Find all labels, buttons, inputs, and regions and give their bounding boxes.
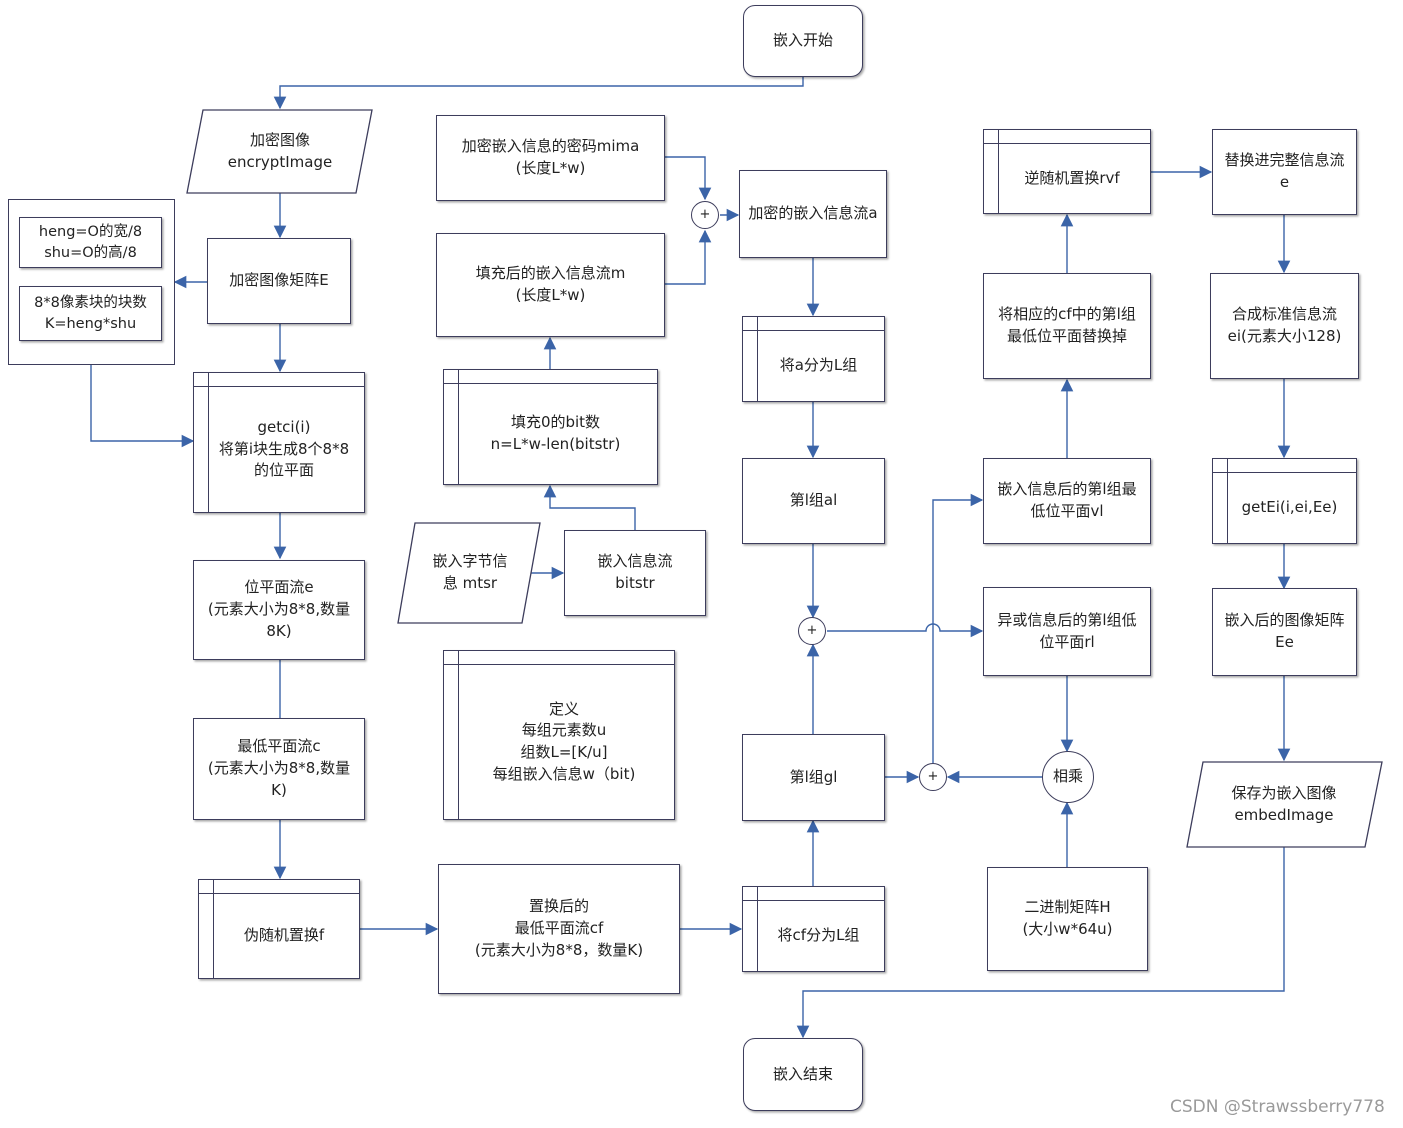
heng-shu-node: heng=O的宽/8 shu=O的高/8 [19, 217, 162, 268]
edge-padded-plus2 [665, 229, 712, 285]
edge-plus1-rl [827, 623, 984, 638]
enc-stream-a-node: 加密的嵌入信息流a [739, 170, 887, 258]
edge-plus3-vl [932, 493, 984, 763]
multiply-node: 相乘 [1042, 751, 1094, 803]
xor-rl-node: 异或信息后的第l组低 位平面rl [983, 587, 1151, 676]
lowbit-vl-node: 嵌入信息后的第l组最 低位平面vl [983, 458, 1151, 544]
encrypt-image-node: 加密图像 encryptImage [227, 130, 333, 171]
pad-bits-node: 填充0的bit数 n=L*w-len(bitstr) [443, 369, 658, 485]
edge-save-end [796, 847, 1285, 1039]
getci-node: getci(i) 将第i块生成8个8*8 的位平面 [193, 372, 365, 513]
save-image-shape [1186, 761, 1383, 848]
bitplane-stream-node: 位平面流e (元素大小为8*8,数量 8K) [193, 560, 365, 660]
group-gl-node: 第l组gl [742, 734, 885, 821]
replace-cf-node: 将相应的cf中的第l组 最低位平面替换掉 [983, 273, 1151, 379]
pseudo-perm-node: 伪随机置换f [198, 879, 360, 979]
watermark-text: CSDN @Strawssberry778 [1170, 1097, 1385, 1117]
binary-h-node: 二进制矩阵H (大小w*64u) [987, 867, 1148, 971]
replace-stream-node: 替换进完整信息流 e [1212, 129, 1357, 215]
key-mima-node: 加密嵌入信息的密码mima (长度L*w) [436, 115, 665, 201]
define-node: 定义 每组元素数u 组数L=[K/u] 每组嵌入信息w（bit) [443, 650, 675, 820]
inverse-rvf-node: 逆随机置换rvf [983, 129, 1151, 214]
end-node: 嵌入结束 [743, 1038, 863, 1111]
xor-plus-node-2: + [691, 201, 719, 229]
xor-plus-node-1: + [798, 617, 826, 645]
standard-ei-node: 合成标准信息流 ei(元素大小128) [1210, 273, 1359, 379]
group-al-node: 第l组al [742, 458, 885, 544]
edge-bitstr-pad [543, 484, 636, 530]
mtsr-shape [397, 522, 541, 624]
save-image-node: 保存为嵌入图像 embedImage [1231, 783, 1337, 824]
mtsr-node: 嵌入字节信 息 mtsr [432, 552, 508, 592]
matrix-e-node: 加密图像矩阵E [207, 238, 351, 324]
bitstr-node: 嵌入信息流 bitstr [564, 530, 706, 616]
embedded-matrix-node: 嵌入后的图像矩阵 Ee [1212, 588, 1357, 676]
lowest-plane-node: 最低平面流c (元素大小为8*8,数量 K) [193, 718, 365, 820]
padded-m-node: 填充后的嵌入信息流m (长度L*w) [436, 233, 665, 337]
edge-start-encrypt [273, 77, 804, 110]
start-node: 嵌入开始 [743, 5, 863, 77]
block-count-node: 8*8像素块的块数 K=heng*shu [19, 286, 162, 341]
encrypt-image-shape [186, 109, 373, 194]
getEi-node: getEi(i,ei,Ee) [1212, 458, 1357, 544]
permuted-cf-node: 置换后的 最低平面流cf (元素大小为8*8，数量K) [438, 864, 680, 994]
edge-mima-plus2 [665, 156, 712, 201]
split-cf-node: 将cf分为L组 [742, 886, 885, 972]
xor-plus-node-3: + [919, 763, 947, 791]
split-a-node: 将a分为L组 [742, 316, 885, 402]
edge-group-getci [90, 364, 195, 448]
